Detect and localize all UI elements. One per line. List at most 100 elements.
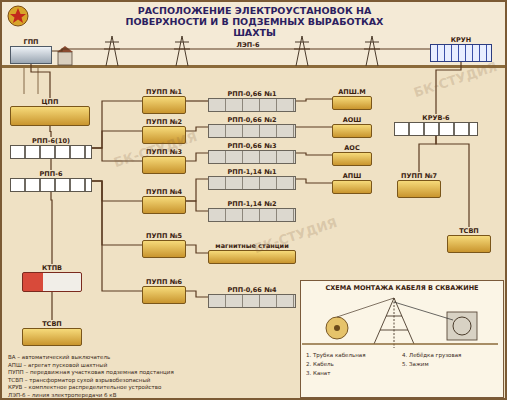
cable-line	[186, 100, 208, 101]
watermark: БК-СТУДИЯ	[412, 59, 499, 100]
equipment-body	[10, 145, 92, 159]
equipment-box: КТПВ	[22, 264, 82, 292]
node-label: АОШ	[343, 116, 362, 124]
node-label: КТПВ	[42, 264, 62, 272]
equipment-box: ПУПП №7	[397, 172, 441, 198]
equipment-body	[394, 122, 478, 136]
cable-line	[92, 131, 142, 148]
cable-line	[51, 292, 52, 320]
shaft-walls	[24, 68, 38, 94]
node-label: РПП-0,66 №4	[228, 286, 277, 294]
equipment-body	[332, 124, 372, 138]
equipment-body	[142, 286, 186, 304]
equipment-box: РПП-0,66 №1	[208, 90, 296, 112]
cable-line	[296, 99, 332, 101]
note-text: ВА – автоматический выключатель	[8, 354, 110, 361]
note-text: ТСВП – трансформатор сухой взрывобезопас…	[8, 377, 150, 384]
equipment-box: АОС	[332, 144, 372, 166]
equipment-body	[142, 96, 186, 114]
poster-title: РАСПОЛОЖЕНИЕ ЭЛЕКТРОУСТАНОВОК НА ПОВЕРХН…	[107, 5, 402, 38]
cable-line	[92, 148, 142, 161]
equipment-box: РПП-1,14 №1	[208, 168, 296, 190]
equipment-body	[142, 240, 186, 258]
building	[57, 46, 73, 65]
cable-line	[186, 153, 208, 161]
note-text: КРУВ – комплектное распределительное уст…	[8, 384, 161, 391]
equipment-box: ГПП	[10, 38, 52, 64]
cable-line	[186, 245, 208, 253]
equipment-body	[397, 180, 441, 198]
cable-line	[296, 153, 332, 155]
cable-line	[52, 49, 430, 51]
equipment-box: РПП-6(10)	[10, 137, 92, 159]
note-text: ПУПП – передвижная участковая подземная …	[8, 369, 174, 376]
underground-area	[2, 68, 505, 398]
node-label: ПУПП №1	[146, 88, 182, 96]
node-label: РПП-0,66 №2	[228, 116, 277, 124]
equipment-body	[142, 156, 186, 174]
node-label: РПП-6	[40, 170, 63, 178]
cable-line	[186, 127, 208, 131]
ground-line	[2, 65, 505, 68]
equipment-body	[22, 328, 82, 346]
equipment-box: КРУВ-6	[394, 114, 478, 136]
node-label: ТСВП	[459, 227, 479, 235]
cable-line	[92, 181, 142, 245]
line-label: ЛЭП-6	[237, 41, 260, 49]
equipment-box: магнитные станции	[208, 242, 296, 264]
node-label: ПУПП №5	[146, 232, 182, 240]
equipment-box: КРУН	[430, 36, 492, 62]
node-label: ГПП	[23, 38, 38, 46]
equipment-body	[208, 150, 296, 164]
node-label: РПП-0,66 №1	[228, 90, 277, 98]
node-label: РПП-6(10)	[32, 137, 70, 145]
equipment-body	[142, 126, 186, 144]
cable-line	[436, 136, 469, 227]
cable-reel	[394, 302, 477, 340]
cable-line	[50, 126, 51, 137]
winch-drum	[326, 298, 394, 339]
equipment-box: ТСВП	[447, 227, 491, 253]
node-label: РПП-0,66 №3	[228, 142, 277, 150]
node-label: РПП-1,14 №2	[228, 200, 277, 208]
equipment-box: ПУПП №6	[142, 278, 186, 304]
node-label: ПУПП №2	[146, 118, 182, 126]
cable-line	[186, 201, 208, 211]
equipment-body	[332, 96, 372, 110]
cable-line	[92, 101, 142, 148]
equipment-box: ПУПП №3	[142, 148, 186, 174]
cable-line	[92, 181, 142, 201]
equipment-box: РПП-0,66 №2	[208, 116, 296, 138]
cable-line	[436, 62, 461, 114]
equipment-body	[332, 152, 372, 166]
equipment-body	[332, 180, 372, 194]
equipment-body	[142, 196, 186, 214]
equipment-body	[22, 272, 82, 292]
node-label: КРУН	[451, 36, 472, 44]
node-label: АПШ.М	[338, 88, 365, 96]
logo	[8, 6, 28, 26]
equipment-body	[430, 44, 492, 62]
cable-line	[186, 179, 208, 201]
equipment-body	[208, 124, 296, 138]
cable-line	[92, 181, 142, 291]
equipment-body	[208, 98, 296, 112]
node-label: АОС	[344, 144, 359, 152]
equipment-box: ПУПП №5	[142, 232, 186, 258]
equipment-box: АПШ.М	[332, 88, 372, 110]
equipment-box: ПУПП №1	[142, 88, 186, 114]
node-label: ПУПП №7	[401, 172, 437, 180]
equipment-body	[208, 176, 296, 190]
node-label: ПУПП №4	[146, 188, 182, 196]
equipment-body	[447, 235, 491, 253]
equipment-box: РПП-0,66 №3	[208, 142, 296, 164]
equipment-body	[208, 250, 296, 264]
equipment-box: ПУПП №2	[142, 118, 186, 144]
cable-line	[51, 192, 52, 264]
node-label: ПУПП №6	[146, 278, 182, 286]
node-label: ЦПП	[42, 98, 59, 106]
cable-line	[296, 126, 332, 127]
equipment-box: ПУПП №4	[142, 188, 186, 214]
